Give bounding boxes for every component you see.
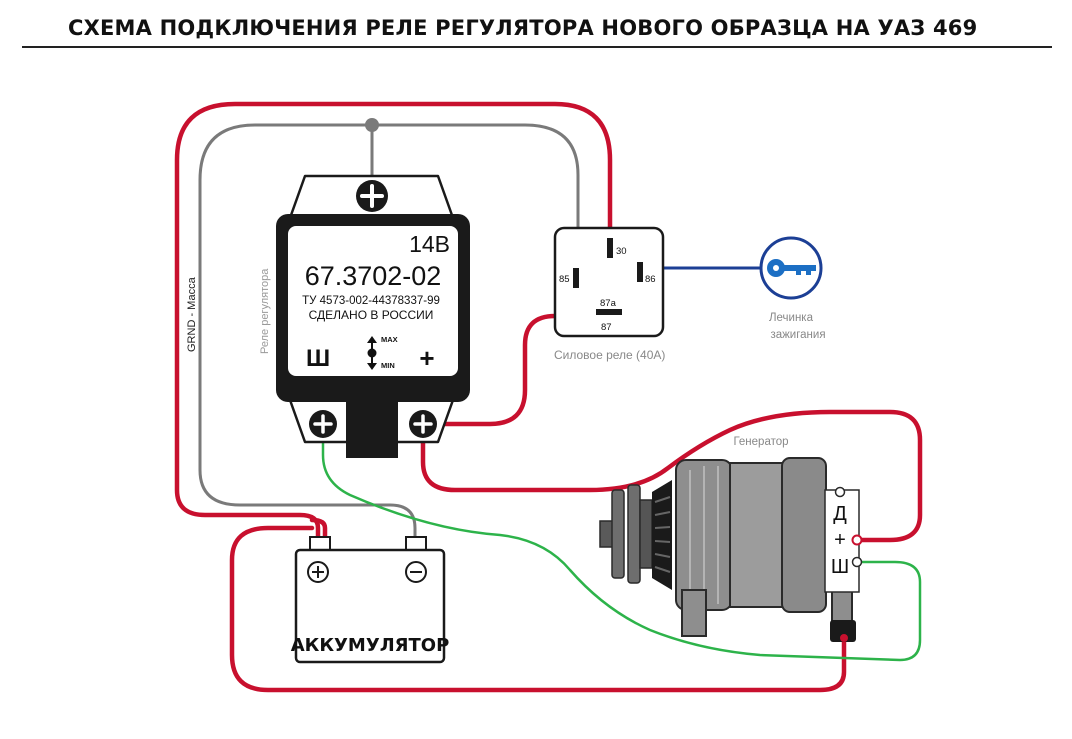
generator-terminal-d-point — [851, 534, 863, 546]
adjust-arrows-icon — [367, 336, 377, 370]
relay-pin-86 — [637, 262, 643, 282]
field-wire — [321, 422, 922, 662]
battery-plus-wire-2 — [309, 517, 328, 543]
power-relay: 30 85 86 87a 87 — [553, 226, 665, 338]
title-underline — [22, 46, 1052, 48]
relay-pin-87a-label: 87a — [600, 298, 617, 309]
regulator-made-in: СДЕЛАНО В РОССИИ — [309, 308, 434, 322]
generator-terminal-sh-point — [851, 556, 863, 568]
generator-foot-left — [681, 589, 707, 637]
ignition-label-line2: зажигания — [770, 329, 825, 341]
regulator-connector-block — [346, 398, 398, 458]
regulator-adj-min: MIN — [381, 361, 395, 370]
battery: АККУМУЛЯТОР — [291, 536, 450, 664]
relay-pin-30 — [607, 238, 613, 258]
generator: Д + Ш — [599, 457, 863, 642]
battery-label: АККУМУЛЯТОР — [291, 635, 450, 656]
generator-terminal-d-label: Д — [833, 503, 847, 525]
relay-pin-85-label: 85 — [559, 274, 570, 285]
relay-pin-86-label: 86 — [645, 274, 656, 285]
page-title: СХЕМА ПОДКЛЮЧЕНИЯ РЕЛЕ РЕГУЛЯТОРА НОВОГО… — [68, 16, 978, 40]
regulator-label-plate — [288, 226, 458, 376]
regulator-adj-max: MAX — [381, 335, 398, 344]
generator-fan — [652, 480, 672, 590]
relay87-to-regulator-wire — [420, 313, 607, 427]
regulator-spec: ТУ 4573-002-44378337-99 — [302, 295, 440, 307]
regulator-model: 67.3702-02 — [305, 261, 442, 291]
generator-pulley-2 — [627, 484, 641, 584]
regulator-to-generator-d-wire — [420, 409, 923, 543]
regulator-terminal-plus-label: + — [419, 343, 434, 373]
generator-output-bolt — [830, 620, 856, 642]
regulator-voltage: 14В — [409, 231, 450, 257]
relay-pin-87a — [596, 309, 622, 315]
voltage-regulator: 14В 67.3702-02 ТУ 4573-002-44378337-99 С… — [276, 174, 470, 458]
relay-body — [553, 226, 665, 338]
generator-pulley-1 — [611, 489, 625, 579]
ignition-key-icon — [759, 236, 823, 300]
ground-wire-label: GRND - Масса — [186, 276, 198, 352]
generator-body-mid — [729, 462, 785, 608]
ground-junction — [365, 118, 379, 132]
generator-terminal-sh-label: Ш — [831, 556, 849, 578]
generator-pulley-hub — [639, 499, 653, 569]
battery-to-relay30-wire — [174, 101, 613, 543]
generator-body-right — [781, 457, 827, 613]
ground-wire — [198, 123, 598, 542]
relay-pin-85 — [573, 268, 579, 288]
generator-caption: Генератор — [733, 436, 788, 448]
generator-terminal-plus-label: + — [834, 529, 846, 551]
relay-caption: Силовое реле (40А) — [554, 348, 665, 362]
generator-to-battery-wire — [229, 525, 847, 693]
ignition-label-line1: Лечинка — [769, 312, 814, 324]
relay-pin-87-label: 87 — [601, 322, 612, 333]
relay-pin-30-label: 30 — [616, 246, 627, 257]
generator-terminal-top — [834, 486, 846, 498]
regulator-side-label: Реле регулятора — [259, 268, 271, 354]
regulator-terminal-sh-label: Ш — [306, 345, 330, 372]
